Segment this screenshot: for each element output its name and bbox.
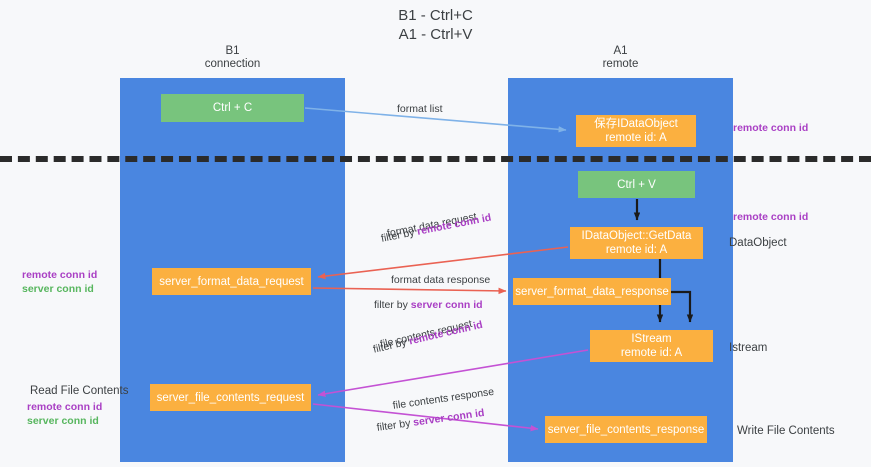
arrow-file-contents-request (317, 349, 589, 397)
node-sfd-request-label: server_format_data_request (159, 275, 304, 288)
annotation-left-remote-conn-id-2: remote conn id (27, 401, 103, 413)
annotation-remote-conn-id-top: remote conn id (733, 122, 809, 134)
node-idataobject[interactable]: 保存IDataObject remote id: A (576, 115, 696, 147)
node-sfd-response-label: server_format_data_response (515, 285, 669, 298)
lane-b1-sub: connection (204, 58, 261, 70)
annotation-left-remote-conn-id-1: remote conn id (22, 269, 98, 281)
node-getdata-title: IDataObject::GetData (581, 230, 692, 242)
label-read-file-contents: Read File Contents (30, 385, 129, 397)
node-ctrl-v[interactable]: Ctrl + V (578, 171, 695, 198)
filter-key-server-conn-id-1: server conn id (410, 299, 483, 311)
edge-label-format-data-response-filter: filter by server conn id (374, 299, 483, 312)
arrow-file-contents-response (312, 403, 539, 432)
node-server-format-data-response[interactable]: server_format_data_response (513, 278, 671, 305)
node-getdata-subtitle: remote id: A (605, 244, 668, 256)
label-istream: Istream (729, 342, 768, 354)
label-dataobject: DataObject (729, 237, 787, 249)
label-write-file-contents: Write File Contents (737, 425, 835, 437)
node-server-file-contents-request[interactable]: server_file_contents_request (150, 384, 311, 411)
node-ctrl-v-label: Ctrl + V (617, 178, 656, 191)
page-title: B1 - Ctrl+C A1 - Ctrl+V (0, 6, 871, 44)
arrow-format-data-response (312, 287, 507, 295)
edge-label-format-data-response: format data response (391, 274, 491, 286)
node-sfc-response-label: server_file_contents_response (547, 423, 705, 436)
title-line-2: A1 - Ctrl+V (398, 26, 473, 43)
lane-header-b1: B1 connection (120, 45, 345, 71)
node-ctrl-c-label: Ctrl + C (212, 102, 253, 114)
lane-b1-name: B1 (225, 45, 240, 57)
filter-prefix-2: filter by (374, 299, 408, 311)
node-sfc-request-label: server_file_contents_request (156, 391, 305, 404)
node-idataobject-getdata[interactable]: IDataObject::GetData remote id: A (570, 227, 703, 259)
annotation-left-server-conn-id-1: server conn id (22, 283, 94, 295)
node-istream-title: IStream (631, 333, 672, 345)
node-istream[interactable]: IStream remote id: A (590, 330, 713, 362)
edge-label-format-list: format list (397, 103, 443, 115)
arrow-format-list (304, 107, 567, 133)
node-istream-subtitle: remote id: A (620, 347, 683, 359)
phase-divider (0, 156, 871, 162)
lane-header-a1: A1 remote (508, 45, 733, 71)
lane-a1-name: A1 (613, 45, 628, 57)
arrow-format-data-request (317, 246, 569, 280)
lane-a1-sub: remote (602, 58, 639, 70)
node-server-file-contents-response[interactable]: server_file_contents_response (545, 416, 707, 443)
node-server-format-data-request[interactable]: server_format_data_request (152, 268, 311, 295)
title-line-1: B1 - Ctrl+C (398, 7, 473, 24)
node-ctrl-c[interactable]: Ctrl + C (161, 94, 304, 122)
annotation-remote-conn-id-middle: remote conn id (733, 211, 809, 223)
node-idataobject-subtitle: remote id: A (605, 132, 667, 144)
node-idataobject-title: 保存IDataObject (594, 118, 678, 130)
annotation-left-server-conn-id-2: server conn id (27, 415, 99, 427)
arrow-response-to-istream (671, 290, 694, 323)
